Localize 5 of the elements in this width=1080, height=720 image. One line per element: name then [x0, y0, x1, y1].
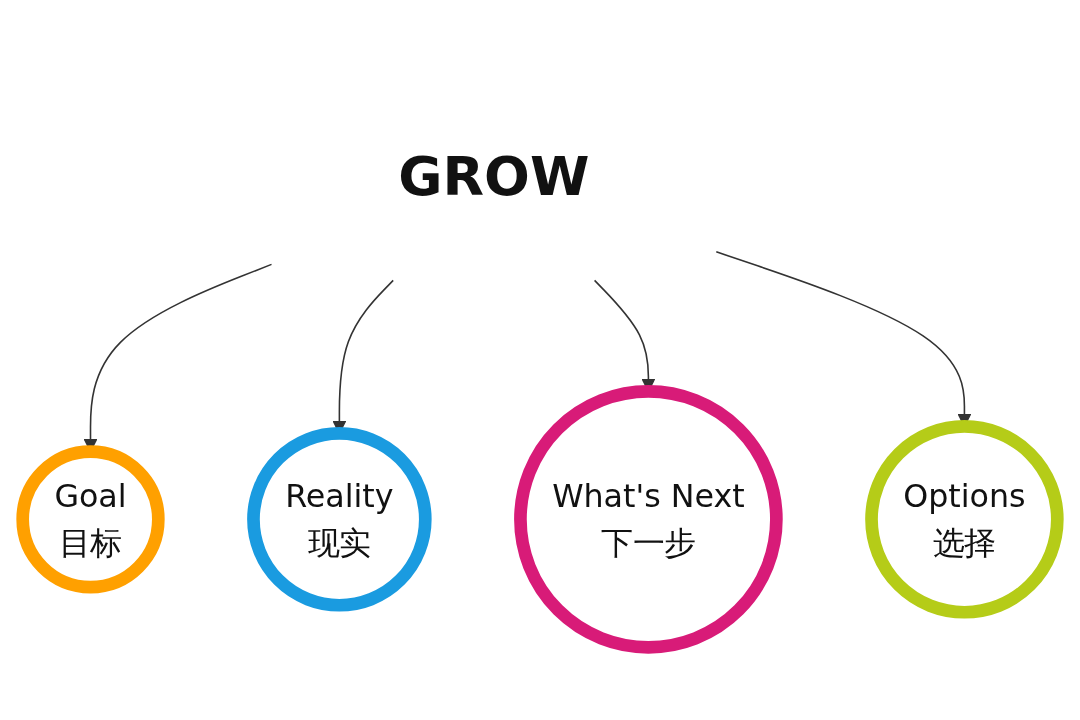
node-circle: What's Next 下一步 — [514, 385, 783, 654]
node-circle: Reality 现实 — [247, 427, 432, 612]
node-text: GROW — [398, 144, 590, 208]
node-circle: Goal 目标 — [16, 445, 165, 594]
node-circle: Options 选择 — [865, 420, 1064, 619]
